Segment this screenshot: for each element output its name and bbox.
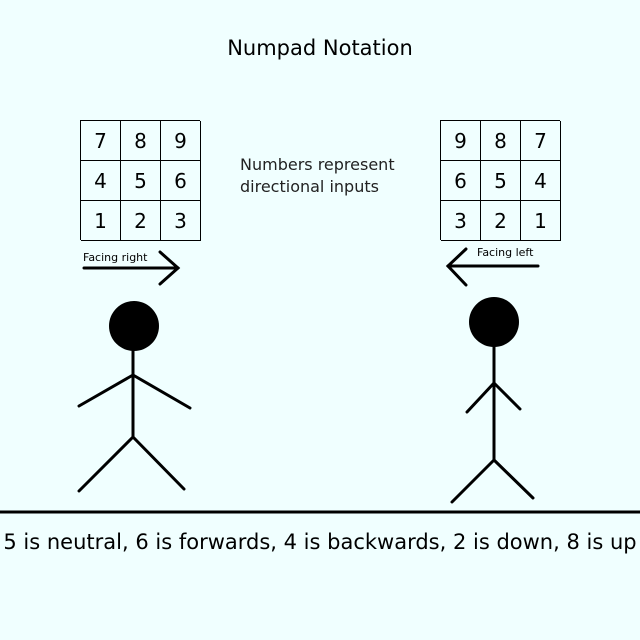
numpad-grid-facing-left: 9 8 7 6 5 4 3 2 1	[440, 120, 561, 241]
numpad-cell: 1	[81, 201, 121, 241]
numpad-cell: 1	[521, 201, 561, 241]
numpad-cell: 6	[161, 161, 201, 201]
numpad-cell: 8	[121, 121, 161, 161]
arrow-right-icon	[82, 250, 181, 286]
numpad-cell: 4	[81, 161, 121, 201]
numpad-cell: 5	[121, 161, 161, 201]
numpad-cell: 9	[161, 121, 201, 161]
arrow-left-icon	[445, 247, 540, 287]
numpad-grid-facing-right: 7 8 9 4 5 6 1 2 3	[80, 120, 201, 241]
numpad-cell: 5	[481, 161, 521, 201]
caption: 5 is neutral, 6 is forwards, 4 is backwa…	[3, 530, 637, 554]
numpad-cell: 3	[441, 201, 481, 241]
note-line: directional inputs	[240, 177, 379, 196]
note-line: Numbers represent	[240, 155, 395, 174]
stick-figure-right	[77, 301, 192, 493]
numpad-cell: 8	[481, 121, 521, 161]
explanation-note: Numbers represent directional inputs	[240, 154, 430, 198]
numpad-cell: 4	[521, 161, 561, 201]
facing-left-label: Facing left	[477, 246, 534, 259]
numpad-cell: 7	[521, 121, 561, 161]
numpad-cell: 2	[121, 201, 161, 241]
figure-head	[109, 301, 159, 351]
facing-right-label: Facing right	[83, 251, 148, 264]
diagram-title: Numpad Notation	[227, 36, 413, 60]
numpad-cell: 6	[441, 161, 481, 201]
figure-head	[469, 297, 519, 347]
numpad-cell: 3	[161, 201, 201, 241]
numpad-cell: 2	[481, 201, 521, 241]
numpad-cell: 7	[81, 121, 121, 161]
stick-figure-left	[450, 297, 535, 504]
numpad-cell: 9	[441, 121, 481, 161]
